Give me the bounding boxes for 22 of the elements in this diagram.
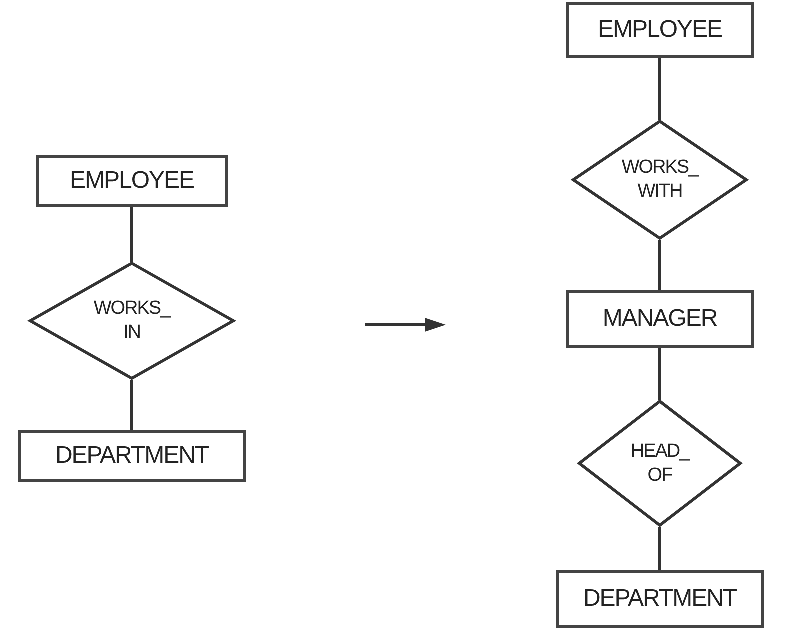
entity-box	[18, 430, 246, 482]
entity-box	[566, 2, 754, 58]
relationship-diamond	[29, 262, 235, 380]
connector-line	[658, 58, 662, 120]
entity-name: EMPLOYEE	[598, 16, 722, 44]
connector-line	[130, 380, 134, 430]
entity-name: EMPLOYEE	[70, 167, 194, 195]
relationship-name: WORKS_ IN	[92, 297, 172, 345]
entity-name: DEPARTMENT	[55, 442, 209, 470]
relationship-name: HEAD_ OF	[630, 440, 691, 488]
relationship-name: WORKS_ WITH	[620, 156, 700, 204]
connector-line	[658, 527, 662, 570]
connector-line	[658, 240, 662, 290]
connector-line	[130, 207, 134, 262]
entity-name: DEPARTMENT	[583, 585, 737, 613]
entity-box	[566, 290, 754, 348]
relationship-diamond	[578, 400, 742, 527]
relationship-diamond	[572, 120, 748, 240]
entity-box	[556, 570, 764, 628]
connector-line	[658, 348, 662, 400]
entity-box	[36, 155, 228, 207]
entity-name: MANAGER	[602, 305, 718, 333]
